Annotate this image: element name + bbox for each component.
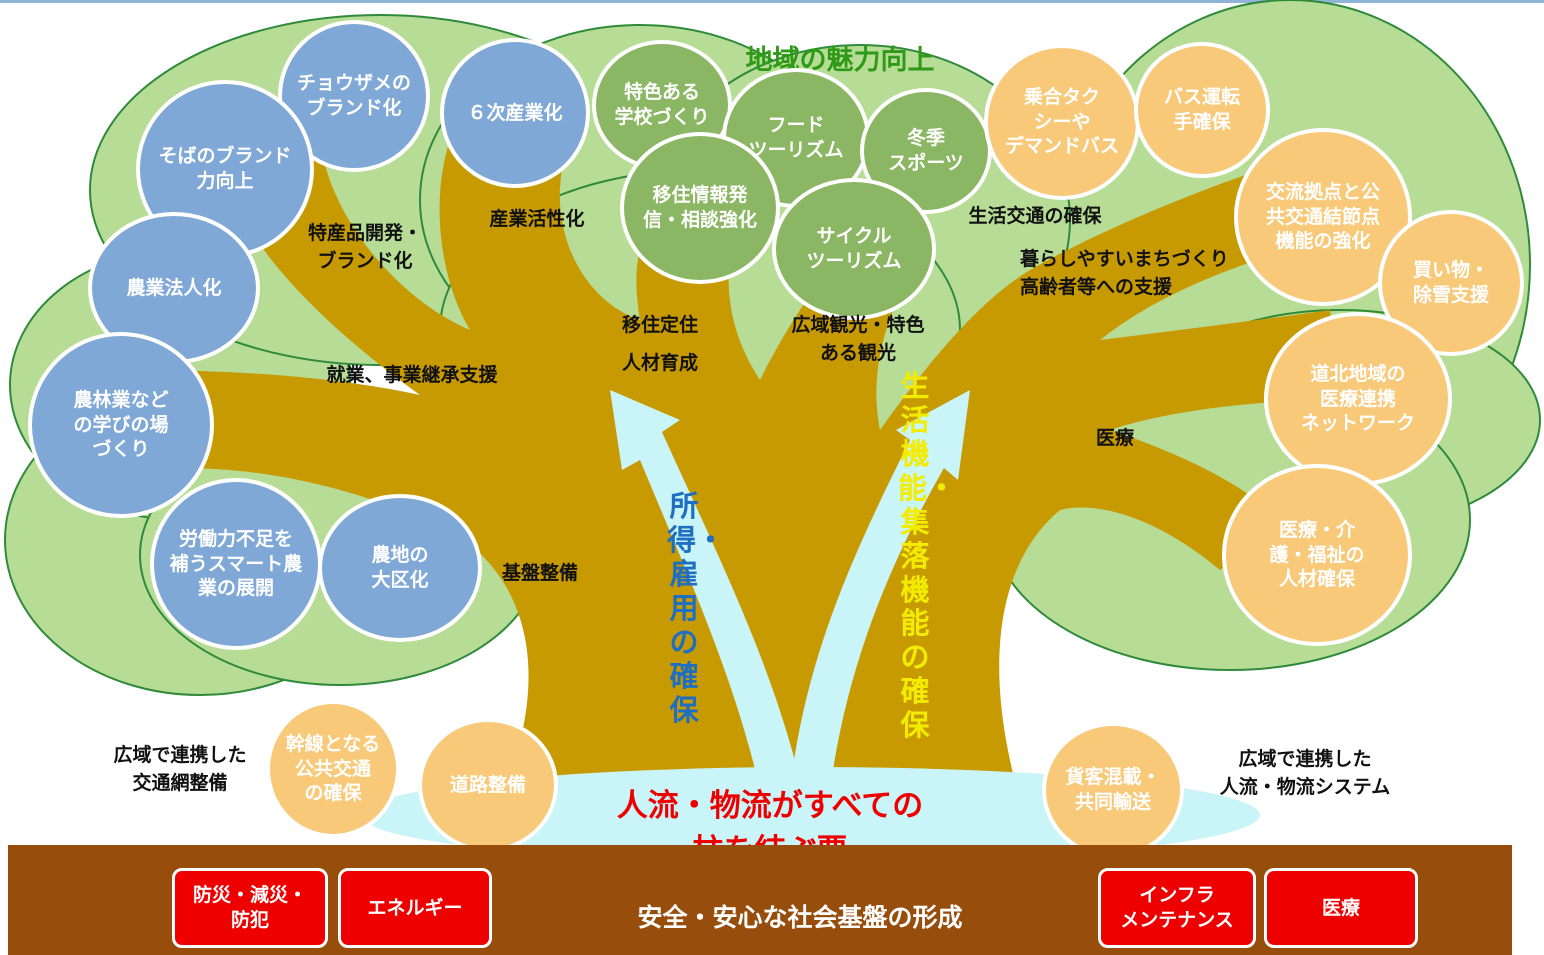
circle-sixth-industry: ６次産業化 bbox=[440, 38, 590, 188]
circle-farmland-consolidation: 農地の 大区化 bbox=[318, 494, 482, 642]
circle-care-staff: 医療・介 護・福祉の 人材確保 bbox=[1222, 464, 1412, 646]
label-regional-network: 広域で連携した 交通網整備 bbox=[113, 744, 247, 794]
box-disaster-prevention: 防災・減災・ 防犯 bbox=[172, 868, 328, 948]
circle-sturgeon-brand: チョウザメの ブランド化 bbox=[278, 20, 430, 172]
circle-cycle-tourism: サイクル ツーリズム bbox=[772, 178, 936, 320]
box-medical: 医療 bbox=[1264, 868, 1418, 948]
label-human-resources: 人材育成 bbox=[621, 352, 698, 374]
label-transport: 生活交通の確保 bbox=[968, 205, 1102, 227]
label-tourism: 広域観光・特色 ある観光 bbox=[791, 314, 925, 364]
circle-smart-agri: 労働力不足を 補うスマート農 業の展開 bbox=[150, 478, 322, 650]
label-settlement: 移住定住 bbox=[621, 314, 698, 336]
label-specialty-products: 特産品開発・ ブランド化 bbox=[307, 222, 422, 272]
circle-demand-bus: 乗合タク シーや デマンドバス bbox=[984, 44, 1140, 200]
circle-cargo: 貨客混載・ 共同輸送 bbox=[1042, 722, 1184, 858]
top-border bbox=[0, 0, 1544, 3]
label-community: 暮らしやすいまちづくり 高齢者等への支援 bbox=[1020, 248, 1229, 298]
tree-trunk bbox=[130, 140, 1340, 800]
box-energy: エネルギー bbox=[338, 868, 492, 948]
foundation-title: 安全・安心な社会基盤の形成 bbox=[637, 903, 963, 932]
circle-migration-info: 移住情報発 信・相談強化 bbox=[620, 132, 780, 284]
circle-medical-network: 道北地域の 医療連携 ネットワーク bbox=[1264, 312, 1452, 486]
box-infra-maintenance: インフラ メンテナンス bbox=[1098, 868, 1256, 948]
pillar-living-functions: 生活機能・集落機能の確保 bbox=[898, 369, 957, 743]
growth-arrows bbox=[610, 390, 970, 790]
label-industry: 産業活性化 bbox=[489, 208, 585, 230]
goal-title: 地域の魅力向上 bbox=[745, 45, 935, 76]
label-logistics-system: 広域で連携した 人流・物流システム bbox=[1219, 748, 1391, 798]
base-water bbox=[360, 767, 1260, 863]
label-infrastructure: 基盤整備 bbox=[501, 562, 578, 584]
pillar-income-employment: 所得・雇用の確保 bbox=[667, 489, 726, 727]
circle-bus-drivers: バス運転 手確保 bbox=[1134, 42, 1270, 178]
circle-road: 道路整備 bbox=[418, 718, 558, 852]
circle-trunk-transit: 幹線となる 公共交通 の確保 bbox=[266, 700, 400, 838]
label-medical: 医療 bbox=[1095, 427, 1134, 449]
label-employment: 就業、事業継承支援 bbox=[326, 364, 498, 386]
circle-learning-place: 農林業など の学びの場 づくり bbox=[28, 332, 214, 518]
